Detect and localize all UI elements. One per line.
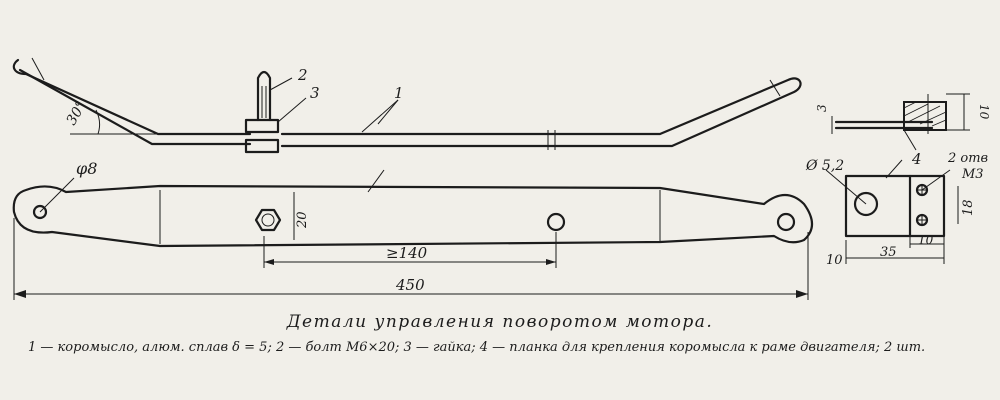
label-part-3: 3 — [310, 84, 320, 102]
label-hole-dia-8: φ8 — [76, 159, 97, 178]
figure-caption: Детали управления поворотом мотора. — [286, 312, 714, 332]
dim-length-450: 450 — [395, 276, 425, 294]
dim-min-140: ≥140 — [386, 244, 428, 262]
dim-3: 3 — [815, 104, 829, 112]
label-plate-hole: Ø 5,2 — [805, 158, 844, 174]
dim-10-top: 10 — [977, 104, 991, 120]
plate-front-view — [825, 159, 959, 264]
label-part-1-top: 1 — [394, 84, 404, 102]
label-part-2: 2 — [297, 66, 308, 84]
rocker-arm-front-view — [12, 169, 814, 300]
label-holes-count: 2 отв — [947, 151, 988, 166]
figure-legend: 1 — коромысло, алюм. сплав δ = 5; 2 — бо… — [28, 340, 926, 355]
dim-35: 35 — [880, 245, 897, 260]
dim-18: 18 — [961, 199, 976, 216]
rocker-arm-top-view — [12, 57, 802, 154]
dim-width-20: 20 — [295, 211, 310, 229]
dim-10-inner: 10 — [918, 233, 934, 247]
label-part-4: 4 — [911, 150, 922, 168]
label-holes-thread: М3 — [961, 167, 984, 182]
plate-side-view — [831, 93, 970, 151]
dim-10-left: 10 — [826, 253, 843, 268]
label-angle-30: 30° — [64, 98, 90, 128]
